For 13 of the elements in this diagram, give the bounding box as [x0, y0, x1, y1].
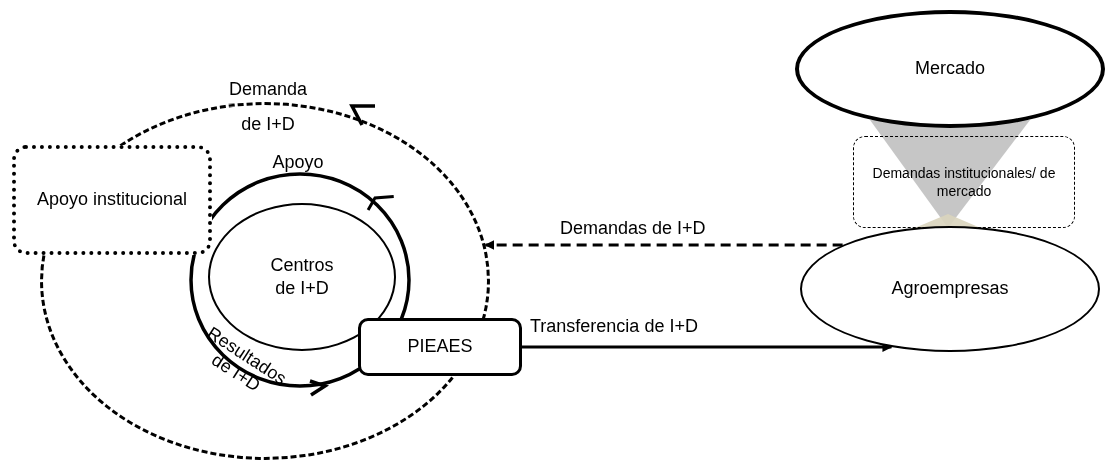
cycle-label: Demanda de I+D — [227, 78, 308, 136]
node-label: Demandas institucionales/ de mercado — [871, 163, 1057, 201]
arrow — [484, 240, 843, 250]
node-label: Centros de I+D — [269, 253, 335, 300]
edge-label: Transferencia de I+D — [530, 315, 698, 338]
rounded-box — [358, 318, 522, 376]
dotted-rounded-box — [12, 145, 212, 255]
node-label: Apoyo institucional — [36, 188, 188, 212]
cycle-label: Apoyo — [271, 152, 325, 174]
node-label: Mercado — [915, 57, 985, 81]
edge-label: Demandas de I+D — [560, 217, 706, 240]
node-label: Agroempresas — [891, 277, 1009, 301]
node-label: PIEAES — [407, 335, 473, 359]
